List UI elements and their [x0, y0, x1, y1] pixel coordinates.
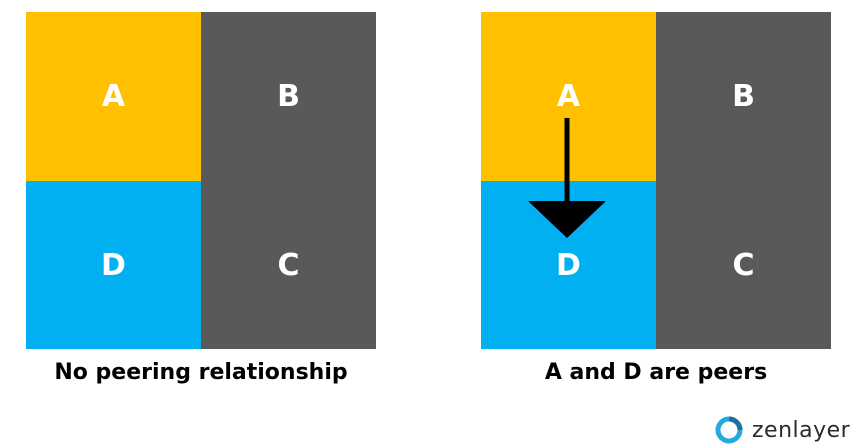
region-c: C [656, 181, 831, 349]
region-d: D [26, 181, 201, 349]
caption-no-peering: No peering relationship [54, 360, 348, 385]
diagram-a-d-peers: A B D C [481, 12, 831, 349]
region-b-label: B [732, 79, 755, 114]
region-bc-background [656, 12, 831, 349]
zenlayer-logo: zenlayer [714, 413, 850, 447]
diagram-no-peering: A B D C [26, 12, 376, 349]
region-a: A [481, 12, 656, 181]
region-a-label: A [101, 79, 126, 114]
region-d-label: D [101, 247, 126, 283]
caption-a-d-peers: A and D are peers [544, 360, 768, 385]
region-d: D [481, 181, 656, 349]
region-b: B [201, 12, 376, 181]
region-a-label: A [556, 79, 581, 114]
zenlayer-logo-icon [715, 416, 743, 444]
zenlayer-logo-text: zenlayer [752, 417, 851, 443]
region-bc-background [201, 12, 376, 349]
region-b-label: B [277, 79, 300, 114]
region-c: C [201, 181, 376, 349]
region-c-label: C [277, 247, 300, 283]
region-d-label: D [556, 247, 581, 283]
region-c-label: C [732, 247, 755, 283]
region-b: B [656, 12, 831, 181]
region-a: A [26, 12, 201, 181]
